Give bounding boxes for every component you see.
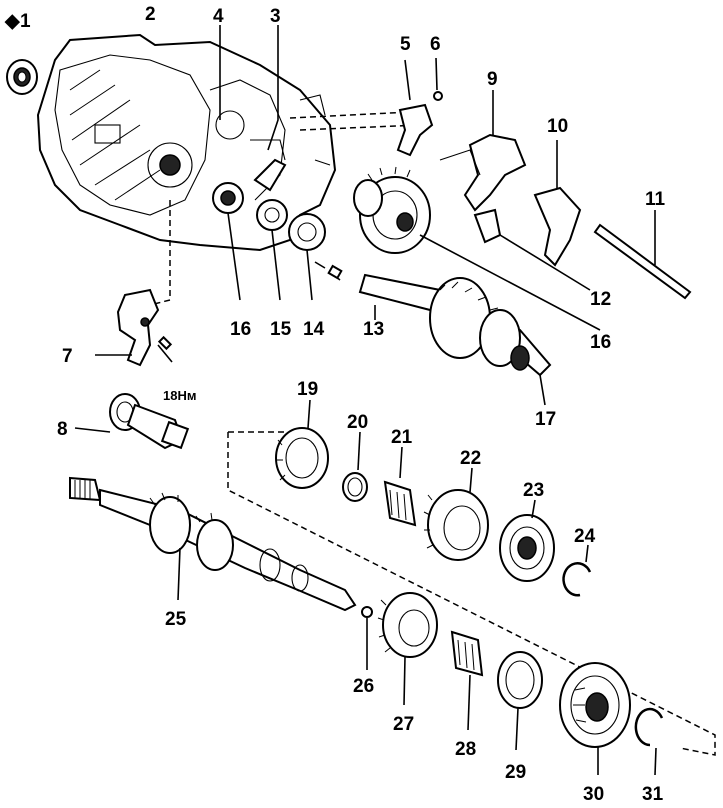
diamond-marker: ◆	[4, 11, 21, 32]
callout-13: 13	[363, 319, 384, 340]
callout-20: 20	[347, 412, 368, 433]
part-16-bearing-left	[212, 182, 244, 301]
part-12-shift-head	[473, 208, 591, 291]
callout-11: 11	[645, 189, 666, 210]
part-6-pin	[433, 57, 443, 101]
part-5-shift-fork	[396, 59, 434, 157]
part-27-gear	[377, 592, 438, 706]
callout-31: 31	[642, 784, 664, 805]
part-31-snap-ring	[634, 707, 664, 776]
callout-29: 29	[505, 762, 526, 783]
callout-2: 2	[145, 4, 156, 25]
part-29-synchro-ring	[497, 651, 543, 751]
part-1-oil-seal	[6, 59, 38, 95]
part-9-shift-fork	[439, 90, 527, 212]
callout-17: 17	[535, 409, 556, 430]
part-21-needle-bearing	[383, 446, 417, 527]
part-2-transmission-case	[36, 33, 337, 252]
callout-12: 12	[590, 289, 611, 310]
callout-15: 15	[270, 319, 292, 340]
part-28-needle-bearing	[450, 630, 484, 731]
callout-1: 1	[20, 11, 31, 32]
part-25-output-shaft	[69, 476, 357, 612]
part-19-bearing	[275, 399, 329, 489]
callout-6: 6	[430, 34, 441, 55]
callout-4: 4	[213, 6, 224, 27]
torque-label: 18Нм	[163, 388, 196, 403]
callout-5: 5	[400, 34, 411, 55]
callout-30: 30	[583, 784, 604, 805]
part-8-bolt-assembly	[74, 393, 190, 450]
part-16-gear-upper	[353, 179, 383, 217]
part-3-lever	[253, 25, 287, 192]
case-small-bolt	[314, 261, 343, 281]
part-26-ball	[361, 606, 373, 670]
part-10-shift-fork	[533, 140, 582, 267]
torque-bolt	[157, 335, 173, 363]
callout-21: 21	[391, 427, 413, 448]
callout-8: 8	[57, 419, 68, 440]
part-13-input-shaft	[358, 273, 552, 377]
callout-26: 26	[353, 676, 374, 697]
part-15-washer	[256, 199, 288, 301]
part-23-bearing	[499, 499, 555, 582]
callout-19: 19	[297, 379, 318, 400]
callout-9: 9	[487, 69, 498, 90]
callout-23: 23	[523, 480, 544, 501]
callout-28: 28	[455, 739, 476, 760]
callout-14: 14	[303, 319, 325, 340]
part-20-ring	[342, 431, 368, 502]
callout-3: 3	[270, 6, 281, 27]
callout-10: 10	[547, 116, 568, 137]
part-22-gear	[423, 467, 489, 561]
callout-7: 7	[62, 346, 73, 367]
part-30-synchro-hub	[559, 662, 631, 775]
part-24-snap-ring	[562, 544, 592, 597]
callout-16-right: 16	[590, 332, 611, 353]
callout-25: 25	[165, 609, 187, 630]
callout-24: 24	[574, 526, 596, 547]
part-14-bearing-right	[288, 213, 326, 301]
callout-22: 22	[460, 448, 481, 469]
part-7-lever-bracket	[95, 288, 160, 367]
callout-16-left: 16	[230, 319, 251, 340]
part-11-shift-rod	[593, 210, 692, 300]
callout-27: 27	[393, 714, 414, 735]
